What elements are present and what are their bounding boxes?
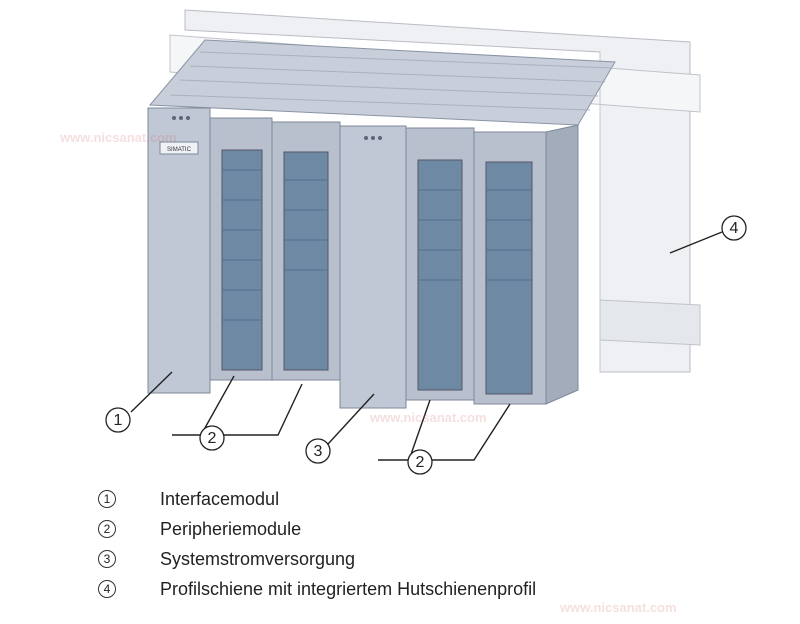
callout-number: 3 [314, 443, 323, 460]
legend-item: 2 Peripheriemodule [98, 514, 536, 544]
callout-circle [199, 425, 225, 451]
io-modules-left [209, 117, 341, 381]
callout-group: 1 2 3 2 4 [105, 215, 747, 475]
watermark-text: www.nicsanat.com [60, 130, 177, 145]
module-top-vents [148, 39, 616, 126]
callout-circle [105, 407, 131, 433]
brand-label: SIMATIC [167, 147, 192, 153]
watermark-text: www.nicsanat.com [560, 600, 677, 615]
callout-circle [721, 215, 747, 241]
legend-number: 2 [98, 520, 116, 538]
legend: 1 Interfacemodul 2 Peripheriemodule 3 Sy… [98, 484, 536, 604]
legend-item: 3 Systemstromversorgung [98, 544, 536, 574]
legend-number: 4 [98, 580, 116, 598]
legend-text: Profilschiene mit integriertem Hutschien… [160, 578, 537, 599]
callout-circle [305, 438, 331, 464]
legend-item: 4 Profilschiene mit integriertem Hutschi… [98, 574, 536, 604]
io-modules-right [405, 124, 579, 405]
legend-number: 1 [98, 490, 116, 508]
legend-text: Systemstromversorgung [160, 548, 356, 569]
legend-text: Peripheriemodule [160, 518, 302, 539]
legend-text: Interfacemodul [160, 488, 280, 509]
interface-module: SIMATIC [147, 107, 211, 394]
callout-number: 2 [208, 430, 217, 447]
legend-number: 3 [98, 550, 116, 568]
terminal-strips [222, 169, 532, 321]
callout-number: 2 [416, 454, 425, 471]
watermark-text: www.nicsanat.com [370, 410, 487, 425]
callout-circle [407, 449, 433, 475]
callout-number: 1 [114, 412, 123, 429]
legend-item: 1 Interfacemodul [98, 484, 536, 514]
power-supply-module [339, 125, 407, 409]
callout-number: 4 [730, 220, 739, 237]
